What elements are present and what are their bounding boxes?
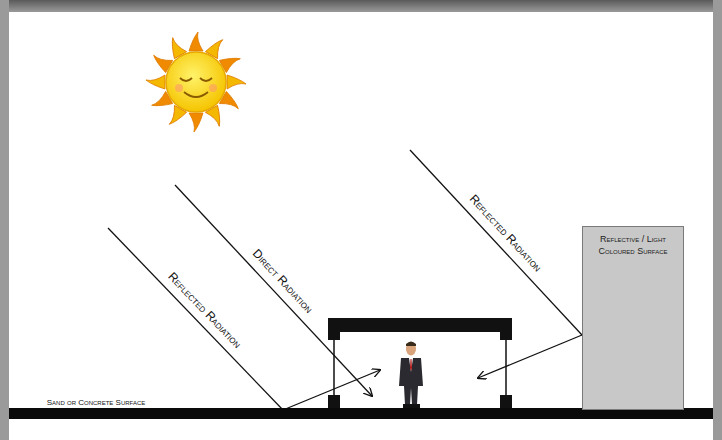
reflective-wall: Reflective / Light Coloured Surface (582, 226, 684, 410)
wall-label: Reflective / Light Coloured Surface (583, 227, 683, 263)
radiation-line (283, 370, 380, 410)
frame-side (713, 0, 722, 440)
person (399, 342, 423, 409)
radiation-line (410, 150, 582, 335)
radiation-line (478, 335, 582, 378)
radiation-line (175, 185, 372, 396)
radiation-label: Reflected Radiation (165, 269, 244, 351)
radiation-label: Direct Radiation (250, 246, 316, 315)
frame-side (0, 0, 9, 440)
ground-label: Sand or Concrete Surface (47, 398, 145, 407)
radiation-label: Reflected Radiation (467, 192, 545, 275)
frame-bar (0, 0, 722, 12)
sun (146, 32, 246, 132)
canopy (328, 318, 512, 410)
